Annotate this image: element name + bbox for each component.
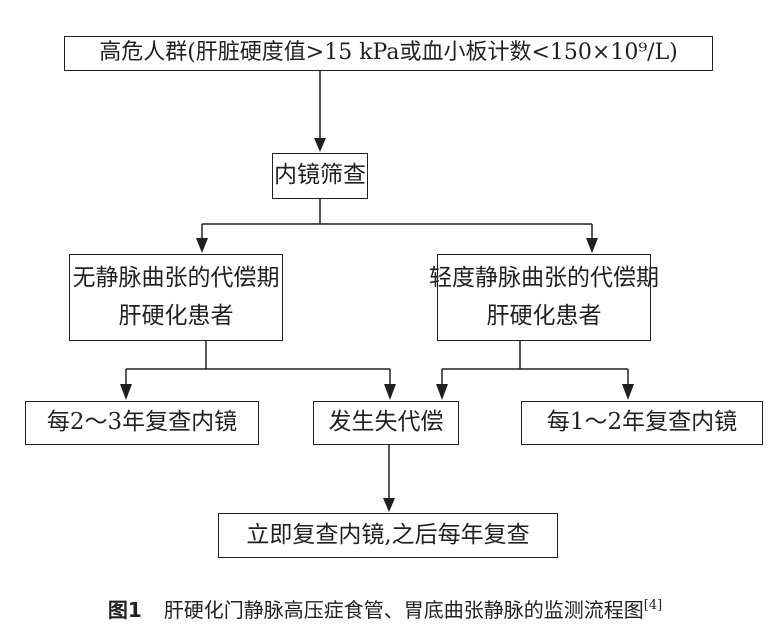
node-label: 每2～3年复查内镜 — [46, 409, 238, 436]
node-endoscopy-screening: 内镜筛查 — [272, 153, 368, 199]
arrowhead — [384, 384, 396, 400]
arrowhead — [196, 238, 208, 253]
node-label-line2: 肝硬化患者 — [486, 302, 602, 329]
node-label: 发生失代偿 — [328, 409, 444, 436]
figure-label: 图1 — [107, 598, 142, 622]
node-label: 内镜筛查 — [274, 162, 366, 189]
figure-title: 肝硬化门静脉高压症食管、胃底曲张静脉的监测流程图 — [163, 598, 644, 622]
arrowhead — [586, 238, 598, 253]
arrowhead — [314, 138, 326, 152]
node-label: 高危人群(肝脏硬度值>15 kPa或血小板计数<150×10⁹/L) — [99, 40, 678, 66]
node-high-risk-population: 高危人群(肝脏硬度值>15 kPa或血小板计数<150×10⁹/L) — [64, 36, 713, 71]
node-recheck-every-1-2-years: 每1～2年复查内镜 — [521, 401, 763, 445]
node-label-line1: 无静脉曲张的代偿期 — [72, 264, 280, 291]
node-no-varices-compensated: 无静脉曲张的代偿期 肝硬化患者 — [69, 254, 283, 341]
figure-caption: 图1 肝硬化门静脉高压症食管、胃底曲张静脉的监测流程图[4] — [0, 594, 770, 623]
node-label: 每1～2年复查内镜 — [546, 409, 738, 436]
node-label: 立即复查内镜,之后每年复查 — [246, 521, 530, 548]
arrowhead — [436, 384, 448, 400]
node-recheck-every-2-3-years: 每2～3年复查内镜 — [25, 401, 259, 445]
node-decompensation: 发生失代偿 — [313, 401, 459, 445]
arrowhead — [383, 498, 395, 512]
node-immediate-recheck: 立即复查内镜,之后每年复查 — [218, 513, 558, 558]
arrowhead — [622, 384, 634, 400]
figure-reference: [4] — [643, 598, 663, 613]
node-label-line1: 轻度静脉曲张的代偿期 — [429, 264, 659, 291]
arrowhead — [120, 384, 132, 400]
node-label-line2: 肝硬化患者 — [118, 302, 234, 329]
node-mild-varices-compensated: 轻度静脉曲张的代偿期 肝硬化患者 — [429, 254, 659, 341]
